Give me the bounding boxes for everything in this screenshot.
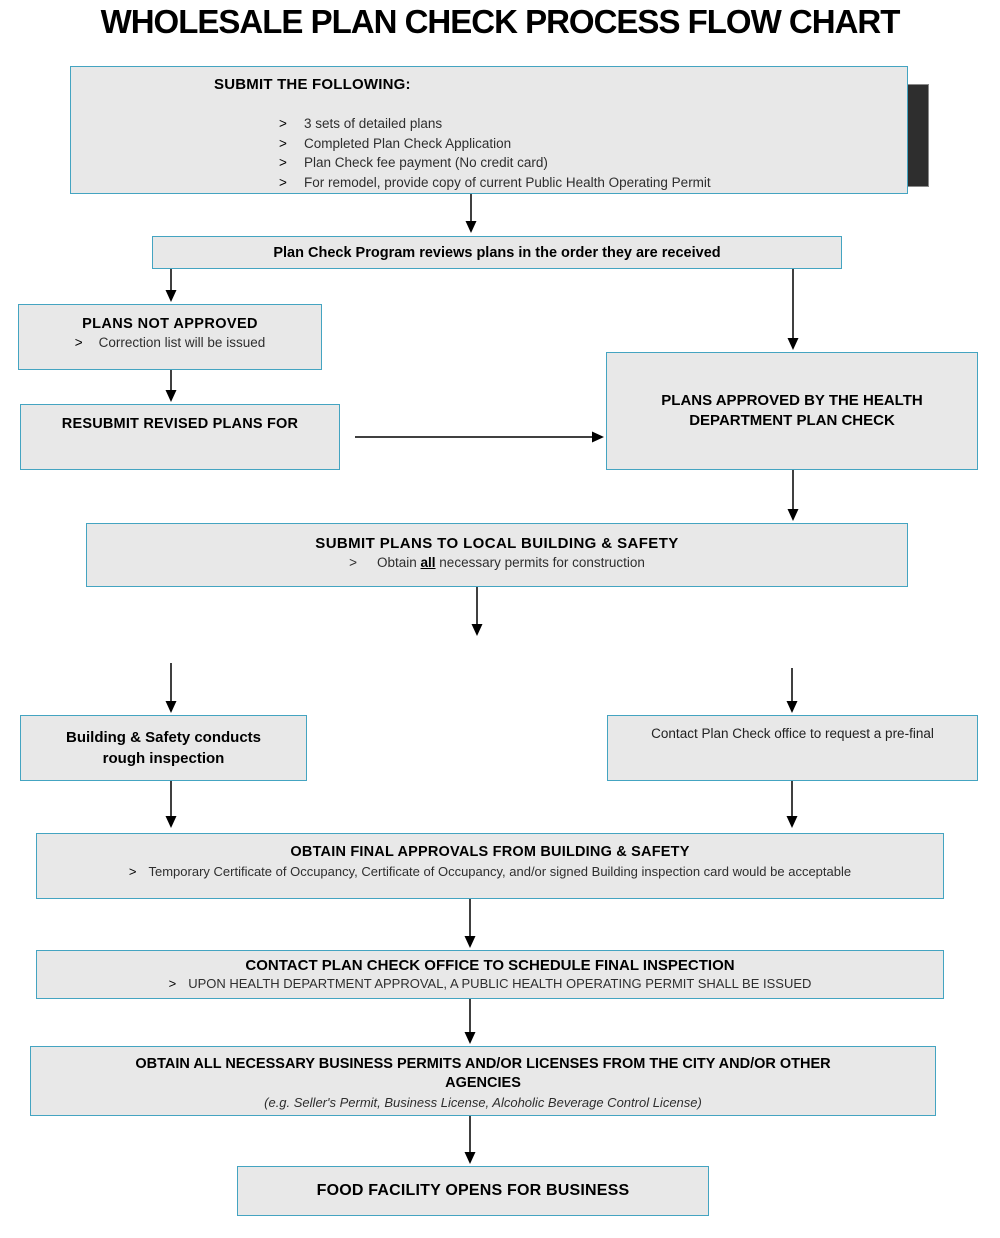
requirements-list: >3 sets of detailed plans >Completed Pla… xyxy=(279,114,907,192)
box-heading: Contact Plan Check office to request a p… xyxy=(651,726,934,741)
box-shadow-bar xyxy=(908,84,929,187)
arrow-not-approved-to-resubmit xyxy=(165,370,177,402)
box-plans-not-approved: PLANS NOT APPROVED >Correction list will… xyxy=(18,304,322,370)
box-resubmit-revised-plans: RESUBMIT REVISED PLANS FOR xyxy=(20,404,340,470)
box-heading: OBTAIN ALL NECESSARY BUSINESS PERMITS AN… xyxy=(135,1056,831,1091)
box-plans-approved: PLANS APPROVED BY THE HEALTH DEPARTMENT … xyxy=(606,352,978,470)
arrow-review-to-approved xyxy=(787,269,799,350)
arrow-submit-building-down xyxy=(471,587,483,636)
list-item: >Completed Plan Check Application xyxy=(279,134,907,154)
box-business-permits: OBTAIN ALL NECESSARY BUSINESS PERMITS AN… xyxy=(30,1046,936,1116)
box-final-approvals: OBTAIN FINAL APPROVALS FROM BUILDING & S… xyxy=(36,833,944,899)
list-item: >Obtain all necessary permits for constr… xyxy=(349,555,645,570)
box-food-facility-opens: FOOD FACILITY OPENS FOR BUSINESS xyxy=(237,1166,709,1216)
page-title: WHOLESALE PLAN CHECK PROCESS FLOW CHART xyxy=(100,3,901,40)
arrow-rough-to-final-approvals xyxy=(165,781,177,828)
box-heading: PLANS APPROVED BY THE HEALTH DEPARTMENT … xyxy=(661,392,923,429)
box-heading: PLANS NOT APPROVED xyxy=(82,316,258,332)
arrow-approved-to-submit-building xyxy=(787,470,799,521)
bullet-glyph: > xyxy=(128,864,137,879)
box-heading: RESUBMIT REVISED PLANS FOR xyxy=(61,416,299,432)
list-item: >For remodel, provide copy of current Pu… xyxy=(279,173,907,193)
emphasized-word: all xyxy=(420,555,436,570)
bullet-glyph: > xyxy=(279,174,287,190)
box-plan-check-review: Plan Check Program reviews plans in the … xyxy=(152,236,842,269)
box-rough-inspection: Building & Safety conducts rough inspect… xyxy=(20,715,307,781)
box-heading: SUBMIT THE FOLLOWING: xyxy=(214,76,411,93)
bullet-glyph: > xyxy=(349,555,357,570)
arrow-submit-to-review xyxy=(465,194,477,233)
arrow-to-rough-inspection xyxy=(165,663,177,713)
list-item: >3 sets of detailed plans xyxy=(279,114,907,134)
box-submit-plans-building-safety: SUBMIT PLANS TO LOCAL BUILDING & SAFETY … xyxy=(86,523,908,587)
box-heading: FOOD FACILITY OPENS FOR BUSINESS xyxy=(316,1182,630,1199)
arrow-pre-final-to-final-approvals xyxy=(786,781,798,828)
arrow-review-to-not-approved xyxy=(165,269,177,302)
bullet-glyph: > xyxy=(74,335,83,350)
box-heading: SUBMIT PLANS TO LOCAL BUILDING & SAFETY xyxy=(315,535,679,552)
list-item: >UPON HEALTH DEPARTMENT APPROVAL, A PUBL… xyxy=(168,976,812,991)
arrow-to-pre-final xyxy=(786,668,798,713)
box-request-pre-final: Contact Plan Check office to request a p… xyxy=(607,715,978,781)
arrow-permits-to-opens xyxy=(464,1116,476,1164)
arrow-resubmit-to-approved xyxy=(355,431,604,443)
box-heading: OBTAIN FINAL APPROVALS FROM BUILDING & S… xyxy=(290,844,690,860)
box-heading: Building & Safety conducts rough inspect… xyxy=(65,729,261,767)
list-item: >Plan Check fee payment (No credit card) xyxy=(279,153,907,173)
box-heading: CONTACT PLAN CHECK OFFICE TO SCHEDULE FI… xyxy=(245,957,735,974)
bullet-glyph: > xyxy=(168,976,177,991)
bullet-glyph: > xyxy=(279,116,287,131)
bullet-glyph: > xyxy=(279,135,287,151)
list-item: >Temporary Certificate of Occupancy, Cer… xyxy=(128,864,852,879)
list-item: (e.g. Seller's Permit, Business License,… xyxy=(264,1095,702,1110)
box-schedule-final-inspection: CONTACT PLAN CHECK OFFICE TO SCHEDULE FI… xyxy=(36,950,944,999)
box-heading: Plan Check Program reviews plans in the … xyxy=(273,244,721,261)
list-item: >Correction list will be issued xyxy=(74,335,266,350)
box-submit-the-following: SUBMIT THE FOLLOWING: >3 sets of detaile… xyxy=(70,66,908,194)
arrow-final-approvals-to-inspection xyxy=(464,899,476,948)
arrow-inspection-to-permits xyxy=(464,999,476,1044)
bullet-glyph: > xyxy=(279,155,287,170)
